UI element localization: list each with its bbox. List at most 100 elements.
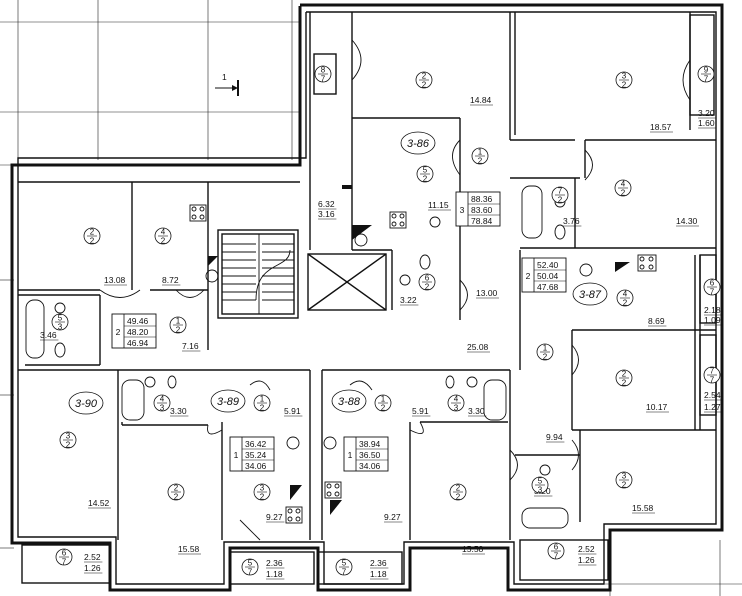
room-type-t22-num: 2 bbox=[622, 370, 627, 379]
room-area-a11: 8.72 bbox=[162, 275, 179, 285]
room-type-t01: 87 bbox=[314, 66, 332, 84]
room-type-t31: 57 bbox=[335, 559, 353, 577]
room-area-a30: 9.27 bbox=[384, 512, 401, 522]
room-area-a38: 1.18 bbox=[266, 569, 283, 579]
room-type-t08-den: 2 bbox=[161, 237, 166, 246]
room-type-t08-num: 4 bbox=[161, 228, 166, 237]
apt-90-area-3: 46.94 bbox=[127, 338, 149, 348]
room-area-a37: 2.36 bbox=[266, 558, 283, 568]
room-type-t19-den: 2 bbox=[260, 404, 265, 413]
room-type-t12-num: 6 bbox=[710, 279, 715, 288]
room-type-t26: 22 bbox=[449, 484, 467, 502]
room-type-t26-num: 2 bbox=[456, 484, 461, 493]
room-type-t10-den: 2 bbox=[621, 189, 626, 198]
room-type-t07-num: 2 bbox=[90, 228, 95, 237]
room-type-t21: 43 bbox=[447, 395, 465, 413]
room-type-t15-num: 1 bbox=[176, 317, 181, 326]
apt-90-code: 3-90 bbox=[75, 398, 98, 410]
room-type-t04-den: 7 bbox=[704, 75, 709, 84]
room-type-t10-num: 4 bbox=[621, 180, 626, 189]
room-type-t14: 53 bbox=[51, 314, 69, 332]
room-type-t18-num: 4 bbox=[160, 395, 165, 404]
room-area-a32: 15.58 bbox=[178, 544, 200, 554]
apt-86-area-2: 83.60 bbox=[471, 205, 493, 215]
room-area-a26: 1.27 bbox=[704, 402, 721, 412]
room-area-a21: 5.91 bbox=[284, 406, 301, 416]
room-type-t25: 32 bbox=[253, 484, 271, 502]
room-type-t26-den: 2 bbox=[456, 493, 461, 502]
room-type-t02-num: 2 bbox=[422, 72, 427, 81]
room-type-t29: 67 bbox=[55, 549, 73, 567]
room-type-t06: 12 bbox=[471, 148, 489, 166]
room-type-t11-den: 2 bbox=[425, 283, 430, 292]
apt-86-code: 3-86 bbox=[407, 138, 430, 150]
apt-87-code: 3-87 bbox=[579, 289, 602, 301]
room-type-t20-num: 1 bbox=[381, 395, 386, 404]
apt-89-area-3: 34.06 bbox=[245, 461, 267, 471]
room-area-a03: 3.20 bbox=[698, 108, 715, 118]
room-type-t19-num: 1 bbox=[260, 395, 265, 404]
room-type-t30: 57 bbox=[241, 559, 259, 577]
room-area-a04: 1.60 bbox=[698, 118, 715, 128]
apt-86-room-count: 3 bbox=[460, 205, 465, 215]
room-type-t27: 32 bbox=[615, 472, 633, 490]
room-area-a06: 3.16 bbox=[318, 209, 335, 219]
room-type-t05-num: 5 bbox=[423, 166, 428, 175]
apt-89-room-count: 1 bbox=[234, 450, 239, 460]
room-type-t07: 22 bbox=[83, 228, 101, 246]
room-area-a25: 2.54 bbox=[704, 390, 721, 400]
room-type-t09-den: 2 bbox=[558, 196, 563, 205]
room-type-t30-den: 7 bbox=[248, 568, 253, 577]
room-type-t13: 42 bbox=[616, 290, 634, 308]
room-type-t02-den: 2 bbox=[422, 81, 427, 90]
room-area-a39: 2.36 bbox=[370, 558, 387, 568]
room-type-t05-den: 2 bbox=[423, 175, 428, 184]
room-area-a28: 14.52 bbox=[88, 498, 110, 508]
apt-88-area-1: 38.94 bbox=[359, 439, 381, 449]
room-type-t16-den: 2 bbox=[543, 353, 548, 362]
room-type-t30-num: 5 bbox=[248, 559, 253, 568]
room-type-t29-den: 7 bbox=[62, 558, 67, 567]
room-type-t13-num: 4 bbox=[623, 290, 628, 299]
room-area-a23: 3.30 bbox=[468, 406, 485, 416]
apt-89-area-box bbox=[229, 436, 275, 472]
room-type-t28-num: 5 bbox=[538, 477, 543, 486]
ducts-black bbox=[208, 185, 630, 515]
apt-87-area-2: 50.04 bbox=[537, 271, 559, 281]
room-type-t15: 12 bbox=[169, 317, 187, 335]
room-type-t22-den: 2 bbox=[622, 379, 627, 388]
room-type-t20-den: 2 bbox=[381, 404, 386, 413]
room-area-a29: 9.27 bbox=[266, 512, 283, 522]
apt-86-area-box bbox=[455, 191, 501, 227]
room-area-a10: 13.08 bbox=[104, 275, 126, 285]
apt-87-area-3: 47.68 bbox=[537, 282, 559, 292]
room-type-t13-den: 2 bbox=[623, 299, 628, 308]
interior-walls bbox=[18, 12, 717, 585]
room-type-t06-den: 2 bbox=[478, 157, 483, 166]
apt-90-room-count: 2 bbox=[116, 327, 121, 337]
room-type-t28-den: 3 bbox=[538, 486, 543, 495]
room-area-a13: 13.00 bbox=[476, 288, 498, 298]
room-type-t03-num: 3 bbox=[622, 72, 627, 81]
room-type-t09: 72 bbox=[551, 187, 569, 205]
room-type-t17: 77 bbox=[703, 367, 721, 385]
room-type-t21-den: 3 bbox=[454, 404, 459, 413]
apartment-labels: 3-86388.3683.6078.843-87252.4050.0447.68… bbox=[68, 131, 608, 472]
room-type-t31-num: 5 bbox=[342, 559, 347, 568]
room-area-a24: 10.17 bbox=[646, 402, 668, 412]
stair-treads bbox=[222, 234, 294, 314]
room-area-a01: 14.84 bbox=[470, 95, 492, 105]
room-type-t01-den: 7 bbox=[321, 75, 326, 84]
apt-90-code-outline bbox=[68, 391, 104, 415]
room-area-a02: 18.57 bbox=[650, 122, 672, 132]
apt-88-code: 3-88 bbox=[338, 396, 361, 408]
apt-88-code-outline bbox=[331, 389, 367, 413]
room-type-t01-num: 8 bbox=[321, 66, 326, 75]
fixtures bbox=[25, 185, 657, 529]
apt-90-area-box bbox=[111, 313, 157, 349]
